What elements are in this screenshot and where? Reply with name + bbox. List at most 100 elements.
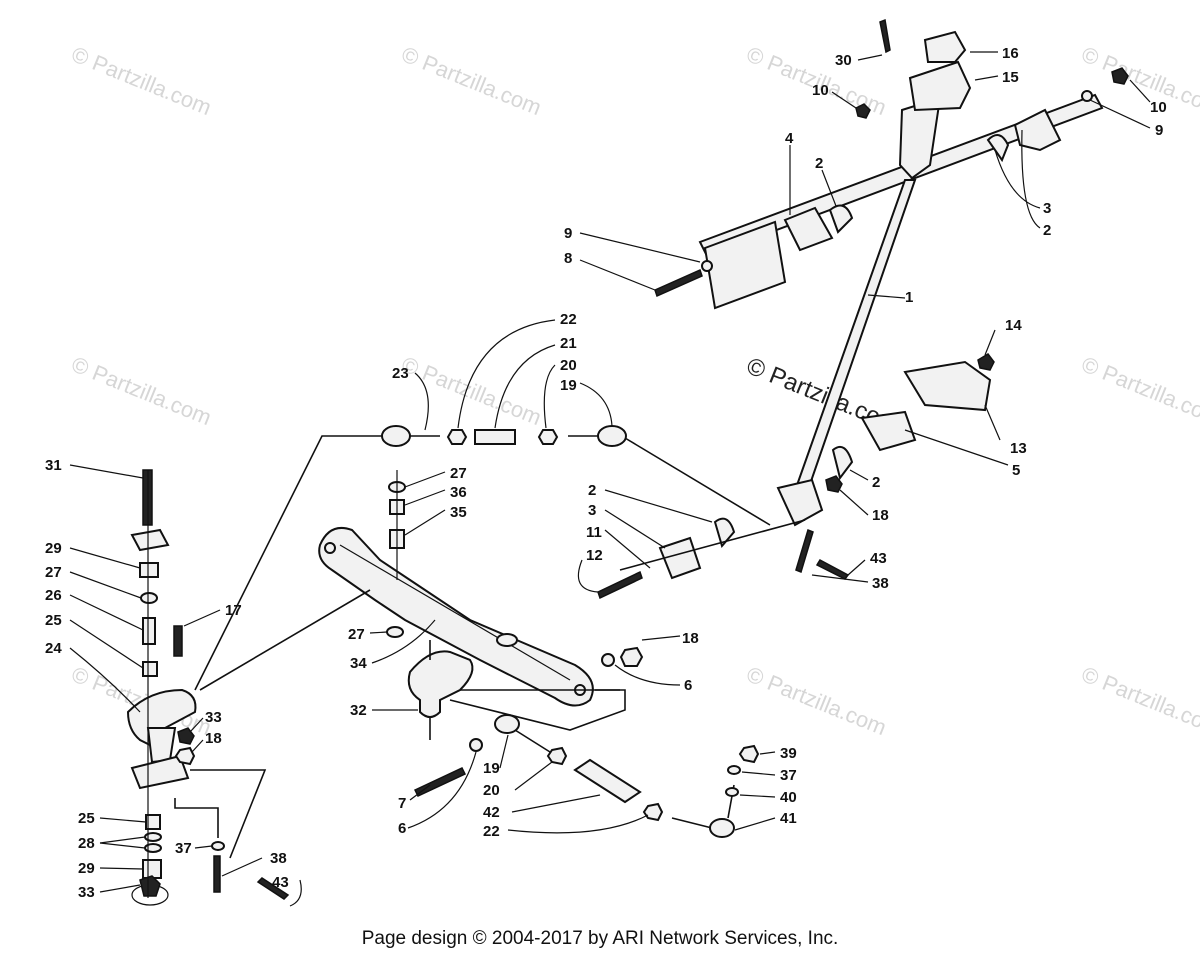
callout-18-upper: 18 xyxy=(872,507,889,524)
assembly-line-23-to-spindle xyxy=(194,435,383,691)
leader-29-lower xyxy=(99,867,144,870)
leader-19-lower xyxy=(499,734,509,769)
callout-36: 36 xyxy=(450,484,467,501)
tie-rod-sleeve-42 xyxy=(573,758,642,804)
spindle-24 xyxy=(126,688,197,747)
leader-31 xyxy=(69,464,144,479)
handlebar-cap-16 xyxy=(923,30,967,63)
callout-2-right: 2 xyxy=(1043,222,1051,239)
leader-17 xyxy=(183,609,221,627)
leader-3-right xyxy=(994,149,1041,209)
nut-22-lower xyxy=(642,802,664,822)
callout-40: 40 xyxy=(780,789,797,806)
spindle-24-plate xyxy=(130,754,190,790)
callout-17: 17 xyxy=(225,602,242,619)
left-spindle-assembly xyxy=(126,469,290,906)
lower-left-clamp xyxy=(658,536,702,580)
callout-29-lower: 29 xyxy=(78,860,95,877)
callout-5: 5 xyxy=(1012,462,1020,479)
callout-33-lower: 33 xyxy=(78,884,95,901)
callout-39: 39 xyxy=(780,745,797,762)
callout-13: 13 xyxy=(1010,440,1027,457)
ball-joint-19 xyxy=(597,425,627,447)
callout-42: 42 xyxy=(483,804,500,821)
callout-27-mid: 27 xyxy=(348,626,365,643)
leader-38-upper xyxy=(811,574,869,583)
leader-10-right xyxy=(1129,79,1151,103)
tie-rod-lower xyxy=(413,714,760,838)
leader-35 xyxy=(404,509,446,536)
callout-9-left: 9 xyxy=(564,225,572,242)
leader-11 xyxy=(604,529,651,569)
callout-30: 30 xyxy=(835,52,852,69)
callout-24: 24 xyxy=(45,640,62,657)
pin-43-lower xyxy=(256,877,290,900)
leader-29-top xyxy=(69,547,141,569)
tie-rod-upper xyxy=(381,425,627,447)
nut-39 xyxy=(738,744,760,764)
nut-18-left xyxy=(174,746,196,766)
leader-26 xyxy=(69,594,144,631)
washer-37-left xyxy=(211,841,225,851)
left-clamp-cap xyxy=(783,206,834,252)
callout-2-low: 2 xyxy=(588,482,596,499)
handlebar-cap-15 xyxy=(908,60,972,112)
leader-13 xyxy=(984,404,1001,441)
assembly-lines xyxy=(174,435,771,859)
ball-joint-19-lower xyxy=(494,714,520,734)
spindle-24-body xyxy=(146,727,177,764)
callout-27-top: 27 xyxy=(450,465,467,482)
washer-6 xyxy=(601,653,615,667)
callout-32: 32 xyxy=(350,702,367,719)
steering-arm-center-hole xyxy=(496,633,518,647)
page-footer: Page design © 2004-2017 by ARI Network S… xyxy=(361,928,839,949)
nut-10-left xyxy=(855,103,871,119)
right-bushing xyxy=(986,134,1010,163)
handlebar-grip-lower xyxy=(703,220,787,310)
callout-31: 31 xyxy=(45,457,62,474)
washer-40 xyxy=(725,787,739,797)
lower-clamp xyxy=(860,410,917,452)
left-bushing xyxy=(828,204,854,234)
nut-18-upper xyxy=(825,475,843,493)
leader-27-mid xyxy=(369,631,388,634)
callout-18-left: 18 xyxy=(205,730,222,747)
washer-27-left xyxy=(140,592,158,604)
leader-9-right xyxy=(1089,99,1151,129)
callout-6-arm: 6 xyxy=(684,677,692,694)
watermark: © Partzilla.com xyxy=(1078,351,1200,430)
lower-left-bushing xyxy=(713,517,736,549)
spindle-32 xyxy=(407,650,474,718)
callout-20-top: 20 xyxy=(560,357,577,374)
bushing-29-upper xyxy=(139,562,159,578)
bushing-25-upper xyxy=(142,661,158,677)
bolt-12 xyxy=(597,570,643,600)
leader-15 xyxy=(974,75,999,81)
leader-6-arm xyxy=(614,664,681,686)
leader-34 xyxy=(371,619,436,664)
leader-25-top xyxy=(69,619,144,669)
callout-12: 12 xyxy=(586,547,603,564)
callout-19-top: 19 xyxy=(560,377,577,394)
nut-18-arm xyxy=(619,646,644,667)
leader-7 xyxy=(409,784,431,801)
leader-41 xyxy=(734,817,776,831)
bolt-8 xyxy=(654,268,703,298)
leader-12 xyxy=(577,559,599,593)
leader-1 xyxy=(867,294,906,299)
callout-7: 7 xyxy=(398,795,406,812)
callout-4: 4 xyxy=(785,130,794,147)
leader-22-lower xyxy=(507,814,649,834)
leader-2-mid xyxy=(849,469,869,481)
steering-arm-34 xyxy=(318,470,644,740)
leader-18-upper xyxy=(839,489,869,516)
washer-9-right xyxy=(1081,90,1093,102)
leader-43-lower xyxy=(289,879,302,907)
bolt-30 xyxy=(879,18,891,54)
leader-42 xyxy=(511,794,601,813)
callout-37-left: 37 xyxy=(175,840,192,857)
callout-25-top: 25 xyxy=(45,612,62,629)
leader-18-arm xyxy=(641,635,681,641)
watermark: © Partzilla.com xyxy=(398,41,545,120)
leader-28-a xyxy=(99,836,146,844)
